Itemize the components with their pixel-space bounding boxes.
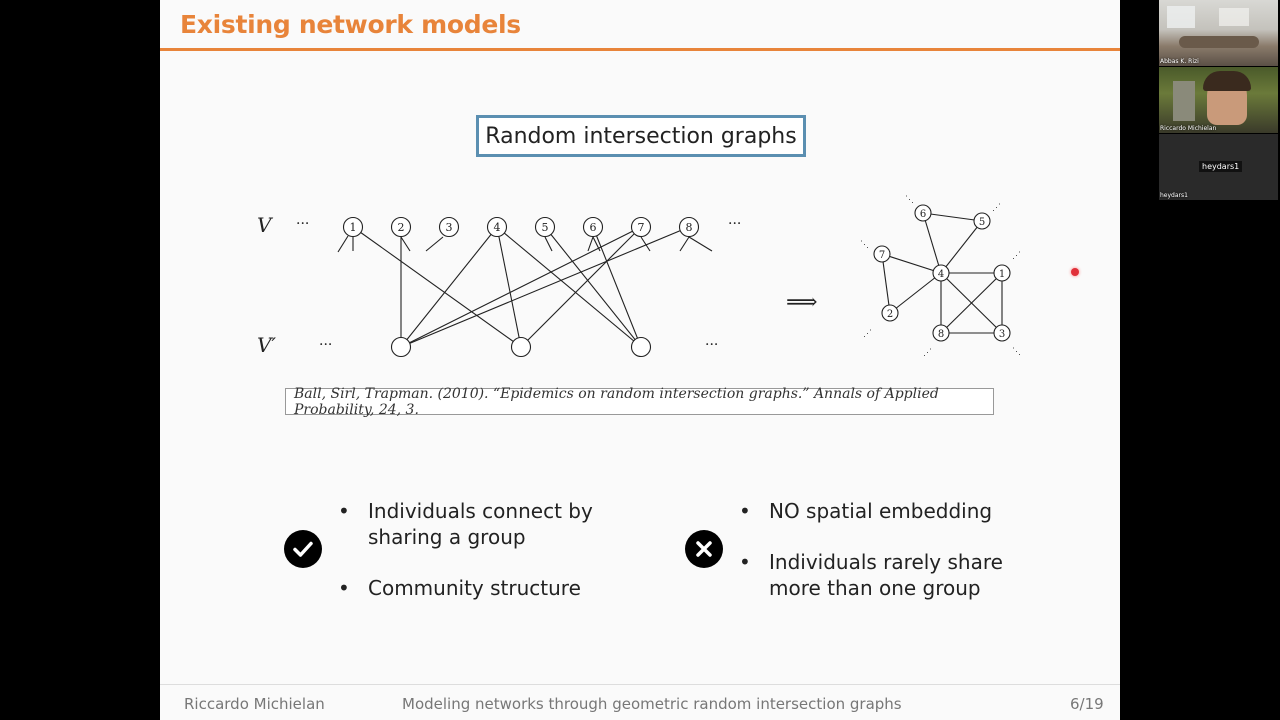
svg-text:8: 8 — [686, 221, 693, 234]
boxed-subtitle: Random intersection graphs — [476, 115, 806, 157]
participant-tile[interactable]: heydars1 heydars1 — [1159, 134, 1278, 200]
svg-text:6: 6 — [920, 209, 926, 220]
svg-text:⋰: ⋰ — [863, 329, 872, 339]
participant-name: Riccardo Michielan — [1160, 125, 1217, 132]
slide: Existing network models Random intersect… — [160, 0, 1120, 720]
footer-talk-title: Modeling networks through geometric rand… — [402, 695, 902, 713]
top-node: 2 — [390, 216, 412, 238]
list-item: Community structure — [338, 575, 628, 601]
svg-text:⋰: ⋰ — [923, 348, 932, 358]
svg-text:8: 8 — [938, 329, 944, 340]
svg-text:3: 3 — [446, 221, 453, 234]
page-number: 6/19 — [1070, 695, 1104, 713]
random-intersection-graph-figure: ⋱ ⋰ ⋱ ⋰ ⋰ ⋰ ⋱ V V′ ··· ··· ··· ··· 1 2 3 4 5… — [257, 195, 1021, 358]
svg-text:4: 4 — [494, 221, 501, 234]
svg-text:⋱: ⋱ — [860, 240, 869, 250]
projected-node: 3 — [993, 324, 1011, 342]
v-label: V — [257, 213, 274, 237]
svg-text:2: 2 — [887, 309, 893, 320]
svg-text:4: 4 — [938, 269, 944, 280]
ellipsis-top-right: ··· — [728, 216, 741, 232]
top-node: 8 — [678, 216, 700, 238]
participants-panel: Abbas K. Rizi Riccardo Michielan heydars… — [1159, 0, 1279, 202]
list-item: NO spatial embedding — [739, 498, 1019, 524]
cross-icon — [685, 530, 723, 568]
title-rule — [160, 48, 1120, 51]
svg-text:1: 1 — [999, 269, 1005, 280]
svg-text:1: 1 — [350, 221, 357, 234]
participant-tile[interactable]: Abbas K. Rizi — [1159, 0, 1278, 66]
group-node — [510, 336, 532, 358]
citation: Ball, Sirl, Trapman. (2010). “Epidemics … — [285, 386, 994, 418]
svg-text:5: 5 — [979, 217, 985, 228]
projected-node: 5 — [973, 212, 991, 230]
list-item: Individuals connect by sharing a group — [338, 498, 628, 550]
svg-text:⋰: ⋰ — [1012, 251, 1021, 261]
svg-text:⋰: ⋰ — [992, 203, 1001, 213]
ellipsis-bottom-left: ··· — [319, 337, 332, 353]
svg-text:7: 7 — [879, 250, 885, 261]
svg-text:7: 7 — [638, 221, 645, 234]
check-icon — [284, 530, 322, 568]
participant-tile[interactable]: Riccardo Michielan — [1159, 67, 1278, 133]
slide-title: Existing network models — [180, 10, 521, 39]
projected-node: 1 — [993, 264, 1011, 282]
implies-arrow: ⟹ — [786, 290, 818, 315]
projected-node: 2 — [881, 304, 899, 322]
svg-text:⋱: ⋱ — [1012, 347, 1021, 357]
top-node: 6 — [582, 216, 604, 238]
svg-text:6: 6 — [590, 221, 597, 234]
ellipsis-top-left: ··· — [296, 216, 309, 232]
top-node: 1 — [342, 216, 364, 238]
list-item: Individuals rarely share more than one g… — [739, 549, 1019, 601]
participant-name: Abbas K. Rizi — [1160, 58, 1199, 65]
svg-text:3: 3 — [999, 329, 1005, 340]
participant-name: heydars1 — [1160, 192, 1188, 199]
footer-author: Riccardo Michielan — [184, 695, 325, 713]
participant-label: heydars1 — [1199, 161, 1243, 172]
top-node: 4 — [486, 216, 508, 238]
top-node: 3 — [438, 216, 460, 238]
title-bar: Existing network models — [160, 0, 1120, 51]
vprime-label: V′ — [257, 333, 276, 357]
top-node: 5 — [534, 216, 556, 238]
laser-pointer — [1071, 268, 1079, 276]
projected-node: 7 — [873, 245, 891, 263]
group-node — [630, 336, 652, 358]
cons-list: NO spatial embedding Individuals rarely … — [739, 498, 1019, 626]
projected-node: 8 — [932, 324, 950, 342]
top-node: 7 — [630, 216, 652, 238]
projected-node: 6 — [914, 204, 932, 222]
svg-text:5: 5 — [542, 221, 549, 234]
projected-node: 4 — [932, 264, 950, 282]
group-node — [390, 336, 412, 358]
svg-text:⋱: ⋱ — [905, 195, 914, 205]
slide-footer: Riccardo Michielan Modeling networks thr… — [160, 684, 1120, 720]
pros-list: Individuals connect by sharing a group C… — [338, 498, 628, 626]
svg-text:2: 2 — [398, 221, 405, 234]
ellipsis-bottom-right: ··· — [705, 337, 718, 353]
